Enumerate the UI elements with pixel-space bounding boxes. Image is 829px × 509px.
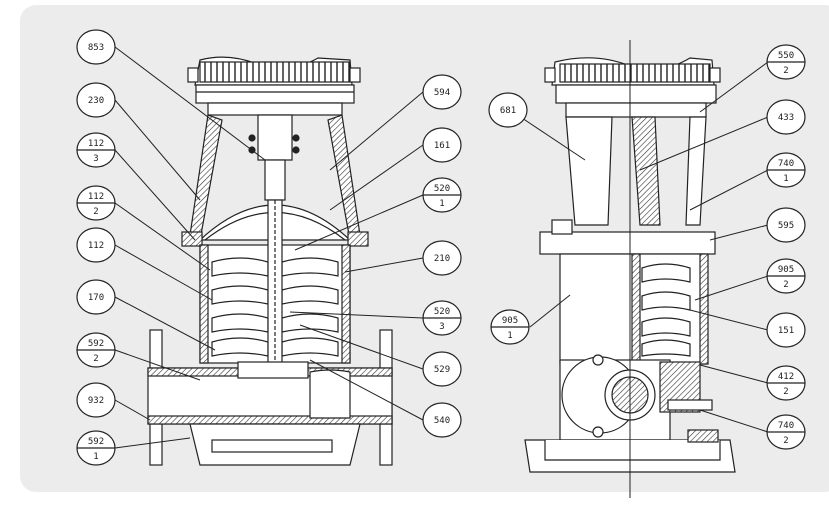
callout-905-2: 905 2	[766, 258, 806, 294]
svg-text:853: 853	[88, 43, 104, 53]
svg-text:1: 1	[507, 331, 512, 341]
svg-text:905: 905	[502, 316, 518, 326]
callout-594: 594	[422, 74, 462, 110]
svg-text:1: 1	[439, 199, 444, 209]
callout-112-3: 112 3	[76, 132, 116, 168]
svg-text:2: 2	[783, 387, 788, 397]
svg-text:433: 433	[778, 113, 794, 123]
callout-932: 932	[76, 382, 116, 418]
callout-853: 853	[76, 29, 116, 65]
callout-112: 112	[76, 227, 116, 263]
svg-text:170: 170	[88, 293, 104, 303]
callout-412-2: 412 2	[766, 365, 806, 401]
svg-text:932: 932	[88, 396, 104, 406]
callout-520-1: 520 1	[422, 177, 462, 213]
leader-lines	[114, 46, 769, 449]
callout-161: 161	[422, 127, 462, 163]
svg-text:412: 412	[778, 372, 794, 382]
svg-text:740: 740	[778, 421, 794, 431]
svg-text:2: 2	[783, 436, 788, 446]
left-pump-section	[147, 56, 393, 466]
callout-550-2: 550 2	[766, 44, 806, 80]
callout-433: 433	[766, 99, 806, 135]
callout-905-1: 905 1	[490, 309, 530, 345]
svg-text:592: 592	[88, 339, 104, 349]
callout-210: 210	[422, 240, 462, 276]
svg-text:520: 520	[434, 184, 450, 194]
callout-592-1: 592 1	[76, 430, 116, 466]
svg-text:681: 681	[500, 106, 516, 116]
svg-text:592: 592	[88, 437, 104, 447]
svg-text:112: 112	[88, 241, 104, 251]
svg-text:905: 905	[778, 265, 794, 275]
svg-text:3: 3	[93, 154, 98, 164]
svg-text:210: 210	[434, 254, 450, 264]
svg-text:594: 594	[434, 88, 450, 98]
svg-text:520: 520	[434, 307, 450, 317]
callout-112-2: 112 2	[76, 185, 116, 221]
callout-170: 170	[76, 279, 116, 315]
svg-text:112: 112	[88, 139, 104, 149]
svg-text:3: 3	[439, 322, 444, 332]
callout-529: 529	[422, 351, 462, 387]
svg-text:550: 550	[778, 51, 794, 61]
svg-text:2: 2	[93, 354, 98, 364]
svg-text:161: 161	[434, 141, 450, 151]
svg-text:1: 1	[783, 174, 788, 184]
svg-text:1: 1	[93, 452, 98, 462]
callout-520-3: 520 3	[422, 300, 462, 336]
svg-text:2: 2	[783, 280, 788, 290]
callout-540: 540	[422, 402, 462, 438]
callout-740-1: 740 1	[766, 152, 806, 188]
svg-text:112: 112	[88, 192, 104, 202]
callout-740-2: 740 2	[766, 414, 806, 450]
callout-230: 230	[76, 82, 116, 118]
svg-text:540: 540	[434, 416, 450, 426]
svg-text:2: 2	[783, 66, 788, 76]
svg-text:230: 230	[88, 96, 104, 106]
svg-text:2: 2	[93, 207, 98, 217]
svg-text:151: 151	[778, 326, 794, 336]
svg-text:595: 595	[778, 221, 794, 231]
svg-text:529: 529	[434, 365, 450, 375]
svg-text:740: 740	[778, 159, 794, 169]
right-pump-view	[524, 57, 736, 473]
callout-151: 151	[766, 312, 806, 348]
callout-681: 681	[488, 92, 528, 128]
callout-592-2: 592 2	[76, 332, 116, 368]
callout-595: 595	[766, 207, 806, 243]
